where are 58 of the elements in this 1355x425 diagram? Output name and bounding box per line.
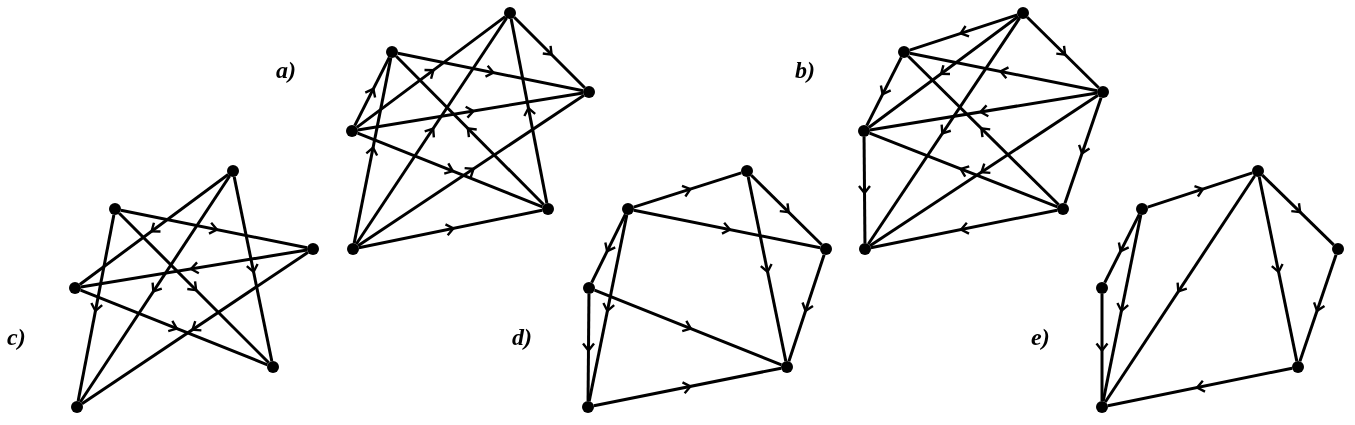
panel-label: c) [7,325,26,349]
panel-label: b) [795,58,815,82]
arrow [1107,366,1293,408]
arrow [867,15,1020,129]
arrow [355,17,508,245]
arrow [397,51,584,93]
arrow [1104,175,1256,403]
arrow [357,94,585,247]
arrow [870,208,1058,250]
arrow [869,91,1098,132]
arrow [1063,97,1103,204]
arrow [232,176,274,362]
arrow [81,251,309,405]
arrow [120,208,308,250]
arrow [1026,16,1100,89]
panel-label: e) [1031,325,1050,349]
arrow [352,57,393,244]
arrow [633,171,742,209]
arrow [355,15,507,129]
arrow [633,208,821,250]
panel-label: d) [512,325,532,349]
arrow [357,91,584,132]
arrow [907,55,1060,206]
arrow [787,254,826,362]
arrow [869,94,1099,247]
arrow [78,173,230,286]
arrow [1298,254,1338,362]
arrow [593,366,782,408]
arrow [869,131,1058,209]
arrow [357,131,543,209]
arrow [857,137,872,243]
arrow [590,213,627,284]
arrow [1103,213,1141,284]
arrow [581,294,596,401]
arrow [1147,171,1253,209]
arrow [1095,294,1109,401]
arrow [865,56,903,127]
arrow [587,214,629,402]
panel-label: a) [276,58,296,82]
arrow [509,18,549,204]
arrow [594,288,782,367]
arrow [867,17,1021,245]
arrow [513,16,586,89]
arrow [76,214,116,402]
arrow [1257,176,1299,362]
arrow [395,55,545,206]
arrow [909,51,1098,93]
arrow [79,175,231,403]
arrow [909,13,1018,52]
arrow [1261,174,1335,246]
arrow [80,248,308,289]
arrow [353,56,391,127]
arrow [1101,214,1143,402]
arrow [358,208,543,250]
arrow [746,176,788,362]
arrow [80,288,268,367]
arrow [118,212,270,364]
arrow [750,174,823,246]
